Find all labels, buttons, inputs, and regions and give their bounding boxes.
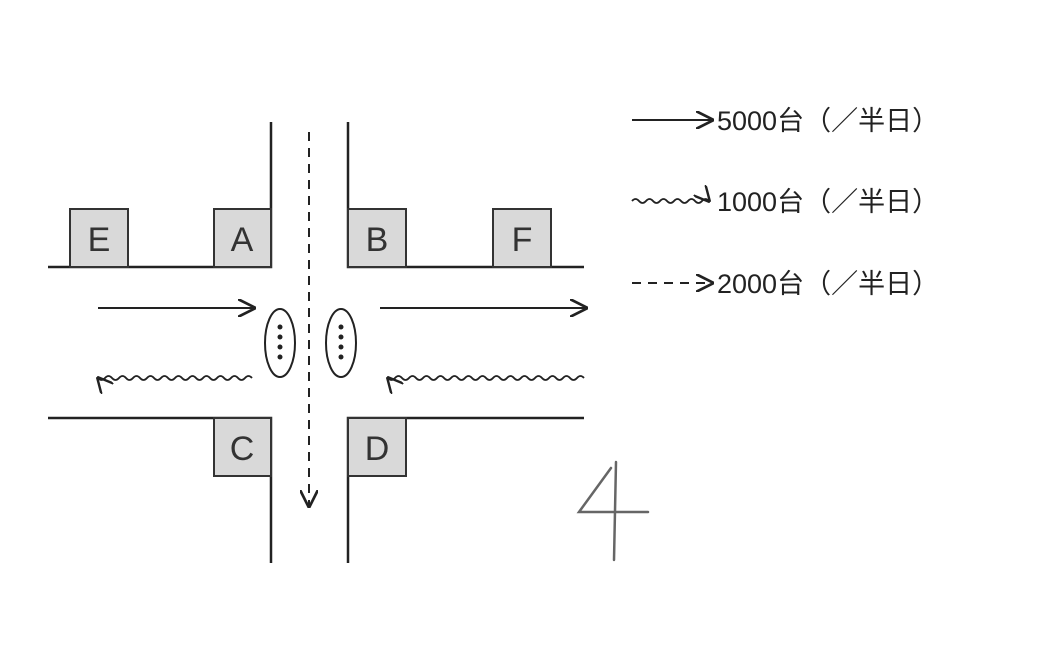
building-f: F [492,208,552,268]
building-a-label: A [231,221,254,259]
building-c: C [213,417,272,477]
building-b-label: B [366,221,389,259]
wavy-flow-arrow-east-side [388,376,585,380]
building-e-label: E [88,221,111,259]
wavy-flow-arrow-west [98,376,253,380]
building-f-label: F [512,221,533,259]
handwritten-number: 4 [576,460,650,562]
building-a: A [213,208,272,268]
median-marker-left [264,308,296,378]
building-d-label: D [365,430,390,468]
median-marker-right [325,308,357,378]
legend-wavy-arrow [631,199,709,203]
building-e: E [69,208,129,268]
legend-dashed-label: 2000台（／半日） [717,269,939,299]
road-edges [48,122,584,563]
building-d: D [347,417,407,477]
building-c-label: C [230,430,255,468]
building-b: B [347,208,407,268]
legend-wavy-label: 1000台（／半日） [717,187,939,217]
legend-solid-label: 5000台（／半日） [717,106,939,136]
legend: 5000台（／半日） 1000台（／半日） 2000台（／半日） [631,106,939,299]
